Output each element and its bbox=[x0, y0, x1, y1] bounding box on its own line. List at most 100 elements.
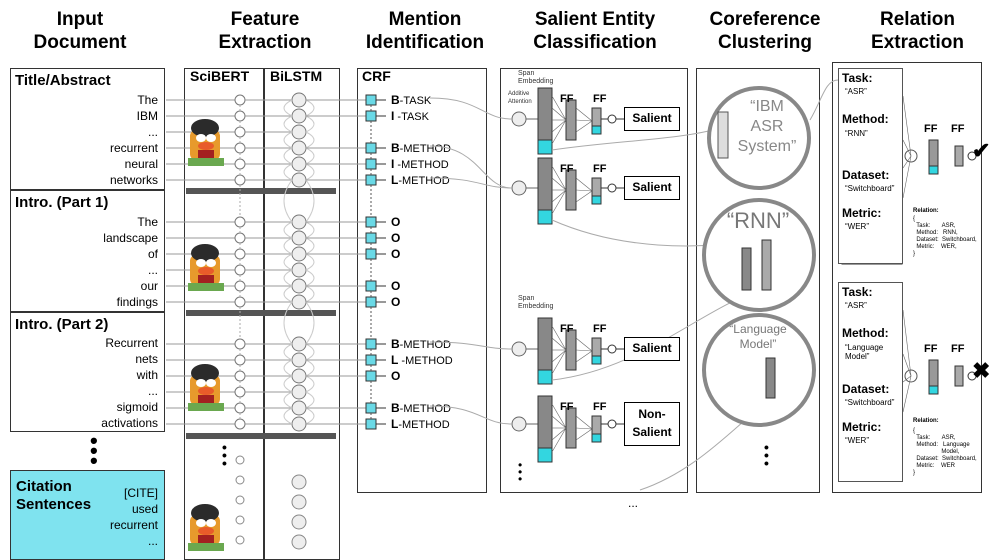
mention-to-span-edge bbox=[429, 97, 513, 120]
bilstm-recurrence bbox=[305, 221, 315, 239]
scibert-node bbox=[234, 386, 246, 398]
mention-to-span-edge bbox=[429, 177, 513, 189]
ff-label: FF bbox=[593, 163, 607, 175]
bilstm-recurrence bbox=[283, 301, 293, 345]
crf-tag-prefix: O bbox=[391, 295, 401, 309]
input-token: our bbox=[140, 279, 158, 293]
ff-connection bbox=[575, 337, 593, 352]
relation-connection bbox=[902, 95, 912, 157]
bilstm-label: BiLSTM bbox=[270, 68, 323, 84]
crf-tag-prefix: B bbox=[391, 93, 400, 107]
relation-output-node bbox=[967, 371, 977, 381]
relation-connection bbox=[902, 139, 912, 157]
relation-candidate-box bbox=[838, 68, 903, 264]
span-embedding-vector-extra bbox=[537, 139, 553, 155]
scibert-node bbox=[234, 296, 246, 308]
span-embedding-vector-extra bbox=[537, 209, 553, 225]
ff-label: FF bbox=[560, 93, 574, 105]
scibert-node bbox=[234, 354, 246, 366]
bilstm-node bbox=[291, 494, 307, 510]
ff-connection bbox=[551, 95, 567, 121]
ff-connection bbox=[575, 428, 593, 441]
avatar-part bbox=[196, 134, 206, 142]
ff-connection bbox=[575, 190, 593, 203]
ff-connection bbox=[575, 107, 593, 122]
bilstm-node bbox=[291, 368, 307, 384]
crf-tag-prefix: I bbox=[391, 157, 395, 171]
relation-ff-layer-output bbox=[928, 165, 939, 175]
ff-label: FF bbox=[560, 163, 574, 175]
relation-connection bbox=[902, 375, 912, 383]
ff-layer bbox=[565, 329, 577, 371]
ff-connection bbox=[551, 325, 567, 351]
bilstm-recurrence bbox=[283, 115, 293, 133]
ff-connection bbox=[551, 337, 567, 351]
span-embedding-vector-extra bbox=[537, 447, 553, 463]
avatar-part bbox=[206, 519, 216, 527]
coref-cluster-text: “IBM ASR System” bbox=[737, 98, 797, 155]
crf-node bbox=[365, 296, 377, 308]
task-label: Task: bbox=[842, 285, 873, 299]
crf-tag-prefix: O bbox=[391, 215, 401, 229]
ff-connection bbox=[551, 349, 567, 375]
avatar bbox=[188, 504, 224, 551]
crf-node bbox=[365, 232, 377, 244]
ff-label: FF bbox=[560, 401, 574, 413]
input-token: used bbox=[131, 502, 158, 516]
section-title: Intro. (Part 1) bbox=[15, 194, 109, 211]
avatar-part bbox=[191, 364, 219, 382]
input-token: ... bbox=[147, 384, 158, 398]
crf-tag: O bbox=[391, 280, 400, 294]
task-value: “ASR” bbox=[845, 87, 867, 96]
non-salient-output: Non- Salient bbox=[624, 402, 680, 446]
mention-to-span-edge bbox=[429, 145, 513, 189]
bilstm-recurrence bbox=[283, 253, 293, 271]
avatar-part bbox=[198, 387, 214, 395]
crf-node bbox=[365, 338, 377, 350]
ff-connection bbox=[575, 120, 593, 133]
avatar-part bbox=[191, 244, 219, 262]
ff-connection bbox=[575, 119, 593, 122]
avatar-part bbox=[198, 142, 214, 150]
avatar-part bbox=[206, 134, 216, 142]
bilstm-recurrence bbox=[305, 301, 315, 345]
ellipsis: ••• bbox=[222, 439, 227, 471]
bilstm-node bbox=[291, 172, 307, 188]
bilstm-recurrence bbox=[283, 407, 293, 425]
ff-connection bbox=[551, 119, 567, 145]
crf-tag: L-METHOD bbox=[391, 418, 450, 432]
bilstm-recurrence bbox=[305, 359, 315, 377]
span-embedding-vector-extra bbox=[537, 369, 553, 385]
scibert-node bbox=[234, 338, 246, 350]
relation-output-node bbox=[967, 151, 977, 161]
crf-tag: L -METHOD bbox=[391, 354, 453, 368]
scibert-node bbox=[235, 475, 245, 485]
avatar bbox=[188, 119, 224, 166]
metric-label: Metric: bbox=[842, 420, 882, 434]
salient-output: Salient bbox=[624, 176, 680, 200]
crf-node bbox=[365, 370, 377, 382]
salient-to-coref-edge bbox=[551, 127, 721, 151]
bilstm-recurrence bbox=[305, 407, 315, 425]
crf-node bbox=[365, 280, 377, 292]
input-token: activations bbox=[101, 416, 158, 430]
input-token: of bbox=[147, 247, 158, 261]
bilstm-recurrence bbox=[283, 131, 293, 149]
crf-node bbox=[365, 142, 377, 154]
crf-tag-prefix: O bbox=[391, 279, 401, 293]
mention-to-span-edge bbox=[429, 341, 513, 350]
section-title-abstract bbox=[10, 68, 165, 190]
task-label: Task: bbox=[842, 71, 873, 85]
scibert-node bbox=[234, 94, 246, 106]
ff-layer bbox=[565, 407, 577, 449]
bilstm-recurrence bbox=[305, 179, 315, 223]
avatar-part bbox=[198, 275, 214, 283]
dataset-label: Dataset: bbox=[842, 168, 890, 182]
scibert-node bbox=[234, 142, 246, 154]
crf-node bbox=[365, 110, 377, 122]
crf-node bbox=[365, 354, 377, 366]
crf-label: CRF bbox=[362, 68, 391, 84]
segment-separator bbox=[186, 188, 336, 194]
crf-tag: O bbox=[391, 370, 400, 384]
avatar-part bbox=[198, 150, 214, 158]
